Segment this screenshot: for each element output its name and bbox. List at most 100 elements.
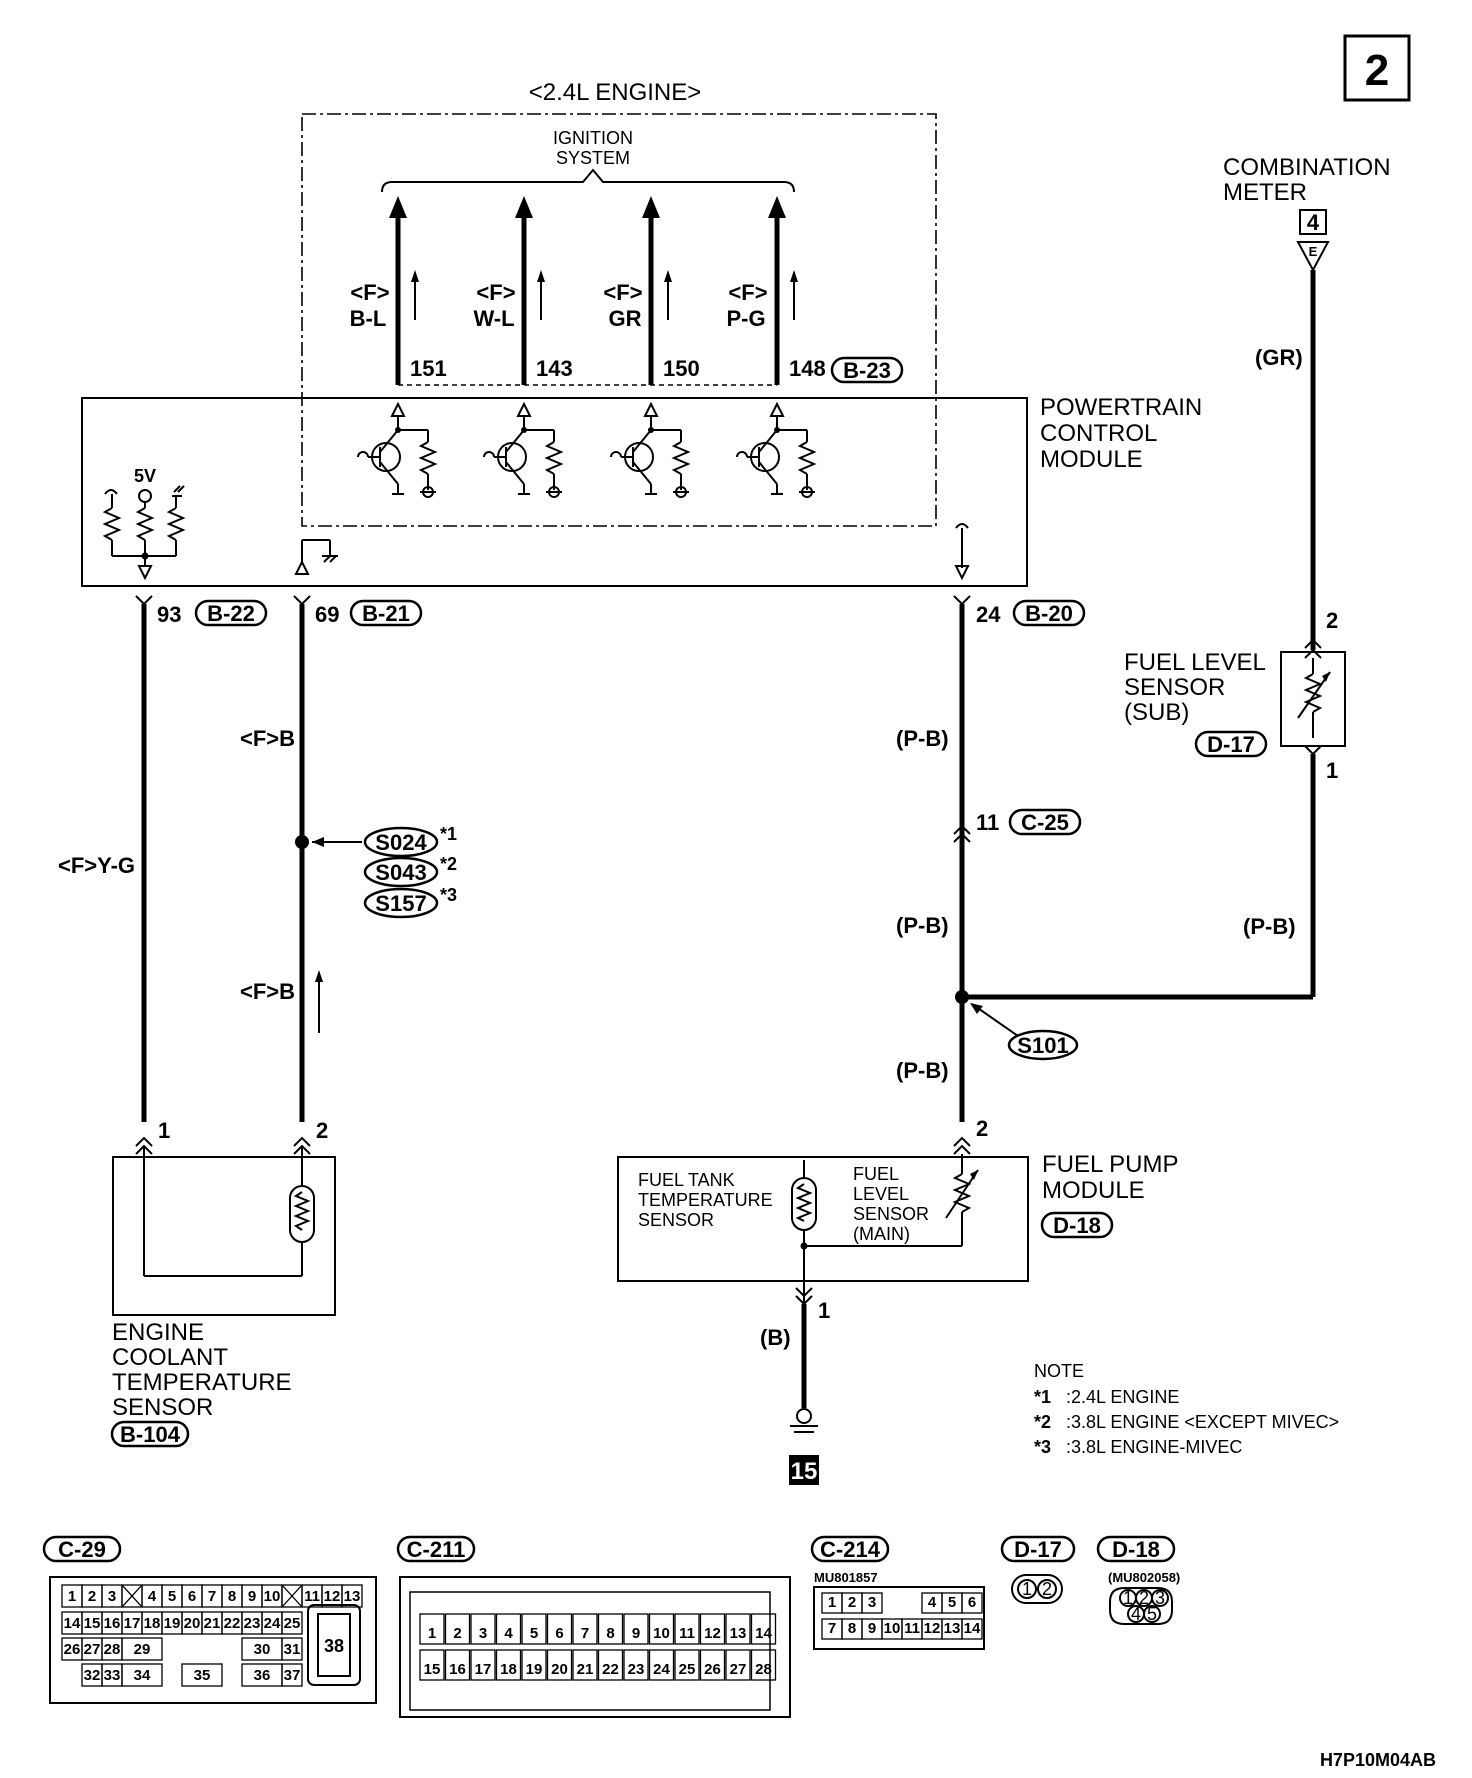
wire-fuel-sub-label: (P-B) xyxy=(1243,914,1296,939)
note-title: NOTE xyxy=(1034,1361,1084,1381)
sub-label-3: (SUB) xyxy=(1124,699,1189,726)
connector-pin-label: 12 xyxy=(924,1620,941,1637)
connector-pin-label: 16 xyxy=(449,1661,466,1678)
note-2: :3.8L ENGINE <EXCEPT MIVEC> xyxy=(1066,1412,1339,1432)
connector-pin-label: 19 xyxy=(526,1661,543,1678)
connector-pin xyxy=(470,1649,496,1681)
svg-text:1: 1 xyxy=(1123,1588,1133,1608)
connector-pin xyxy=(750,1649,777,1681)
wire-ect-ground-upper-label: <F>B xyxy=(240,726,295,751)
connector-pin xyxy=(546,1613,573,1645)
connector-pin-label: 13 xyxy=(730,1625,747,1642)
tank-temp-label-1: FUEL TANK xyxy=(638,1170,735,1190)
sub-pin-top: 2 xyxy=(1326,608,1338,633)
connector-pin-label: 27 xyxy=(84,1641,101,1658)
connector-pin xyxy=(419,1613,445,1645)
splice-s157-label: S157 xyxy=(375,891,426,916)
connector-pin-label: 14 xyxy=(755,1625,772,1642)
splice-s157: S157 *3 xyxy=(363,885,457,919)
connector-pin-label: 11 xyxy=(679,1625,695,1642)
splice-s043-label: S043 xyxy=(375,860,426,885)
connector-pin-label: 6 xyxy=(968,1594,976,1611)
pump-label-2: MODULE xyxy=(1042,1177,1145,1204)
svg-text:5: 5 xyxy=(1147,1604,1157,1624)
connector-pin-label: 1 xyxy=(428,1625,436,1642)
ign1-pin: 151 xyxy=(410,356,447,381)
connector-pin-label: 25 xyxy=(679,1661,696,1678)
connector-pin-label: 34 xyxy=(134,1667,151,1684)
connector-pin xyxy=(521,1649,547,1681)
splice-s024: S024 *1 xyxy=(363,824,457,858)
connector-pin-label: 9 xyxy=(248,1588,256,1605)
page-number-box xyxy=(1343,34,1411,102)
pcm-pin-93: 93 B-22 xyxy=(135,595,268,627)
intermediate-connector-c25: 11 C-25 xyxy=(953,808,1082,843)
connector-pin-label: 2 xyxy=(453,1625,461,1642)
pin-69: 69 xyxy=(315,602,339,627)
pcm-label-1: POWERTRAIN xyxy=(1040,394,1202,421)
connector-pin-label: 15 xyxy=(424,1661,441,1678)
connector-pin-label: 22 xyxy=(224,1615,241,1632)
connector-pin xyxy=(623,1613,649,1645)
note-2-mark: *2 xyxy=(1034,1412,1051,1432)
splice-s024-mark: *1 xyxy=(440,824,457,844)
sub-label-2: SENSOR xyxy=(1124,674,1225,701)
notes: NOTE *1 :2.4L ENGINE *2 :3.8L ENGINE <EX… xyxy=(1034,1361,1339,1457)
ignition-label-1: IGNITION xyxy=(553,128,633,148)
sub-pin-bottom: 1 xyxy=(1326,758,1338,783)
connector-pin-label: 6 xyxy=(188,1588,196,1605)
connector-pin-label: 31 xyxy=(284,1641,301,1658)
pcm-5v-input-circuit: 5V xyxy=(102,466,186,581)
connector-c211-face xyxy=(399,1576,791,1718)
connector-pin-label: 21 xyxy=(204,1615,221,1632)
legend-d18-part: (MU802058) xyxy=(1108,1570,1180,1585)
ignition-output-2: <F> W-L 143 xyxy=(473,196,573,385)
ign1-color: B-L xyxy=(350,306,387,331)
connector-d17-face xyxy=(1011,1574,1063,1604)
pcm-fuel-input xyxy=(954,523,970,581)
blank-pin xyxy=(281,1584,303,1608)
connector-d18: D-18 xyxy=(1053,1213,1101,1238)
connector-pin-label: 30 xyxy=(254,1641,271,1658)
connector-pin-label: 23 xyxy=(244,1615,261,1632)
ign4-tag: <F> xyxy=(728,280,767,305)
connector-pin xyxy=(648,1649,675,1681)
connector-pin xyxy=(750,1613,777,1645)
ignition-brace xyxy=(381,168,795,193)
connector-pin-label: 4 xyxy=(148,1588,157,1605)
pin-24: 24 xyxy=(976,602,1001,627)
connector-pin-label: 12 xyxy=(704,1625,721,1642)
connector-pin-label: 24 xyxy=(653,1661,670,1678)
svg-text:3: 3 xyxy=(1155,1588,1165,1608)
connector-d17: D-17 xyxy=(1207,732,1255,757)
pump-pin-bottom: 1 xyxy=(818,1298,830,1323)
splice-node xyxy=(295,835,309,849)
meter-label-1: COMBINATION xyxy=(1223,154,1391,181)
connector-pin xyxy=(572,1649,598,1681)
level-main-label-3: SENSOR xyxy=(853,1204,929,1224)
connector-pin-label: 16 xyxy=(104,1615,121,1632)
connector-pin-label: 21 xyxy=(577,1661,594,1678)
wire-fuel-3-label: (P-B) xyxy=(896,1058,949,1083)
svg-text:2: 2 xyxy=(1042,1579,1052,1599)
connector-pin xyxy=(495,1649,522,1681)
ect-label-1: ENGINE xyxy=(112,1319,204,1346)
connector-pin-label: 33 xyxy=(104,1667,121,1684)
connector-pin-label: 5 xyxy=(948,1594,956,1611)
ignition-output-1: <F> B-L 151 xyxy=(350,196,447,385)
connector-pin xyxy=(470,1613,496,1645)
connector-pin xyxy=(281,1663,303,1687)
connector-pin-label: 17 xyxy=(475,1661,492,1678)
wire-meter-label: (GR) xyxy=(1255,345,1303,370)
connector-pin xyxy=(699,1613,726,1645)
connector-pin-label: 15 xyxy=(84,1615,101,1632)
connector-b21: B-21 xyxy=(362,601,410,626)
tank-temp-label-3: SENSOR xyxy=(638,1210,714,1230)
connector-pin xyxy=(281,1637,303,1661)
connector-pin-label: 4 xyxy=(504,1625,513,1642)
connector-pin-label: 25 xyxy=(284,1615,301,1632)
connector-pin-label: 28 xyxy=(755,1661,772,1678)
ign3-pin: 150 xyxy=(663,356,700,381)
connector-pin-label: 26 xyxy=(704,1661,721,1678)
